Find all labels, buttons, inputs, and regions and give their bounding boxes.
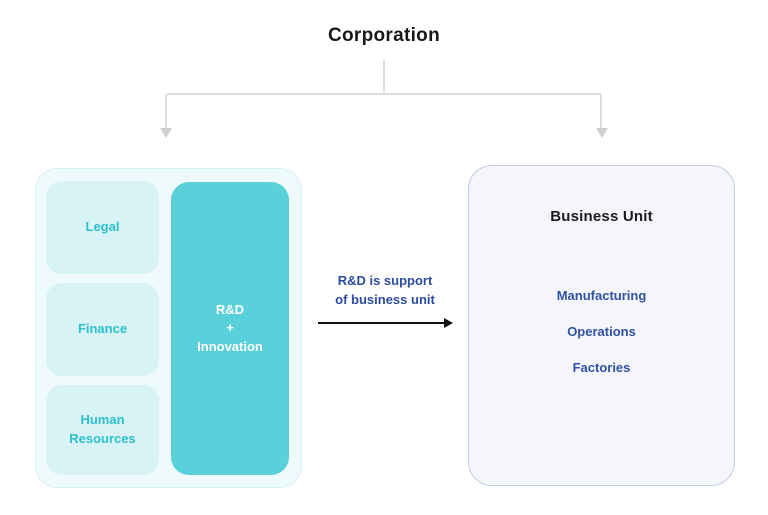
relation-label: R&D is support of business unit — [300, 272, 470, 310]
business-unit-title: Business Unit — [550, 208, 653, 225]
business-unit-item-operations: Operations — [567, 324, 636, 339]
department-finance: Finance — [46, 283, 159, 376]
connector-stem — [383, 60, 385, 93]
arrow-right-icon — [444, 318, 453, 328]
connector-bracket — [165, 93, 602, 129]
rd-line: R&D — [215, 302, 245, 318]
department-human-resources-label: Human Resources — [69, 412, 136, 446]
rd-innovation-line: Innovation — [197, 338, 263, 354]
corporation-departments-group: Legal Finance Human Resources R&D + Inno… — [35, 168, 302, 488]
relation-label-line1: R&D is support — [337, 273, 433, 288]
corporation-title: Corporation — [327, 25, 440, 46]
relation-arrow — [318, 322, 445, 324]
business-unit-item-factories: Factories — [572, 360, 631, 375]
relation-label-line2: of business unit — [335, 291, 435, 307]
arrow-down-icon — [160, 128, 172, 138]
rd-innovation-box: R&D + Innovation — [171, 182, 289, 475]
business-unit-item-manufacturing: Manufacturing — [556, 288, 647, 303]
department-finance-label: Finance — [77, 321, 128, 337]
rd-plus: + — [226, 320, 234, 336]
department-legal: Legal — [46, 181, 159, 274]
business-unit-card: Business Unit Manufacturing Operations F… — [468, 165, 735, 486]
arrow-down-icon — [596, 128, 608, 138]
department-human-resources: Human Resources — [46, 385, 159, 475]
department-legal-label: Legal — [85, 219, 120, 235]
